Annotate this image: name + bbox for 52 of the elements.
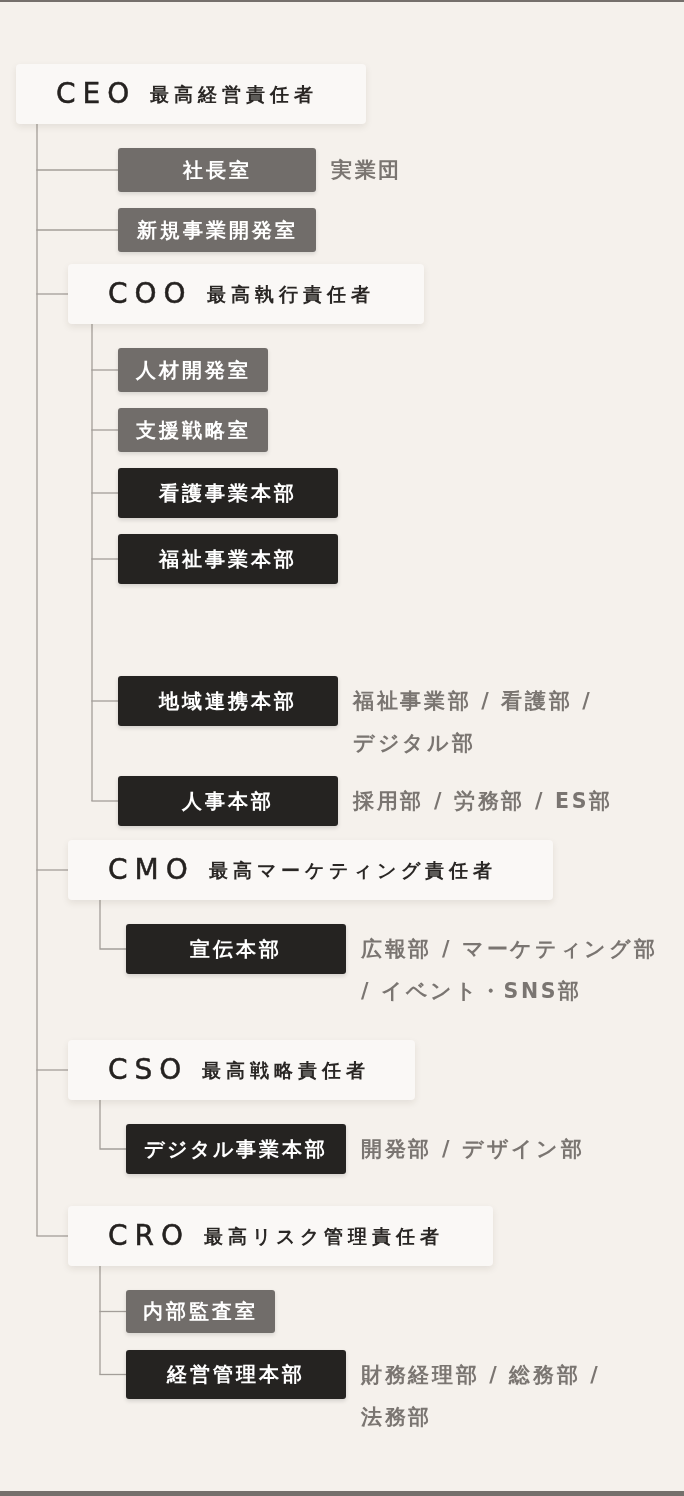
division-box: 看護事業本部 xyxy=(118,468,338,518)
connector-line xyxy=(35,169,119,171)
office-box: 内部監査室 xyxy=(126,1290,275,1333)
role-title: 最高リスク管理責任者 xyxy=(204,1226,445,1246)
connector-line xyxy=(99,899,127,950)
connector-line xyxy=(98,1373,127,1376)
department-list-text: 実業団 xyxy=(331,157,404,184)
division-box: 経営管理本部 xyxy=(126,1350,346,1399)
office-box: 人材開発室 xyxy=(118,348,268,392)
connector-line xyxy=(90,700,119,702)
division-box: 宣伝本部 xyxy=(126,924,346,974)
division-box: 福祉事業本部 xyxy=(118,534,338,584)
connector-line xyxy=(36,123,38,1237)
executive-box xyxy=(68,840,553,900)
department-list-text: 採用部 / 労務部 / ES部 xyxy=(353,788,614,815)
connector-line xyxy=(90,429,119,431)
role-abbreviation: COO xyxy=(108,280,193,308)
role-title: 最高戦略責任者 xyxy=(202,1060,371,1080)
division-box: デジタル事業本部 xyxy=(126,1124,346,1174)
department-list-text: 福祉事業部 / 看護部 / デジタル部 xyxy=(353,688,594,757)
connector-line xyxy=(98,1310,127,1313)
office-box: 新規事業開発室 xyxy=(118,208,316,252)
executive-box xyxy=(68,1040,415,1100)
role-abbreviation: CRO xyxy=(108,1222,191,1250)
connector-line xyxy=(90,369,119,371)
executive-box xyxy=(68,1206,493,1266)
department-list-text: 広報部 / マーケティング部 / イベント・SNS部 xyxy=(361,936,659,1005)
executive-box xyxy=(68,264,424,324)
role-title: 最高経営責任者 xyxy=(150,84,319,104)
connector-line xyxy=(35,293,69,295)
connector-line xyxy=(90,558,119,560)
role-abbreviation: CSO xyxy=(108,1056,189,1084)
executive-box xyxy=(16,64,366,124)
office-box: 社長室 xyxy=(118,148,316,192)
connector-line xyxy=(35,1235,69,1237)
department-list-text: 開発部 / デザイン部 xyxy=(361,1136,586,1163)
division-box: 地域連携本部 xyxy=(118,676,338,726)
role-abbreviation: CMO xyxy=(108,856,195,884)
department-list-text: 財務経理部 / 総務部 / 法務部 xyxy=(361,1361,602,1431)
connector-line xyxy=(35,1069,69,1071)
connector-line xyxy=(35,869,69,871)
connector-line xyxy=(91,323,93,802)
connector-line xyxy=(99,1099,127,1150)
connector-line xyxy=(90,492,119,494)
office-box: 支援戦略室 xyxy=(118,408,268,452)
division-box: 人事本部 xyxy=(118,776,338,826)
role-title: 最高マーケティング責任者 xyxy=(208,860,497,880)
connector-line xyxy=(90,800,119,802)
role-title: 最高執行責任者 xyxy=(206,284,375,304)
role-abbreviation: CEO xyxy=(56,80,137,108)
connector-line xyxy=(35,229,119,231)
connector-line xyxy=(99,1265,101,1376)
